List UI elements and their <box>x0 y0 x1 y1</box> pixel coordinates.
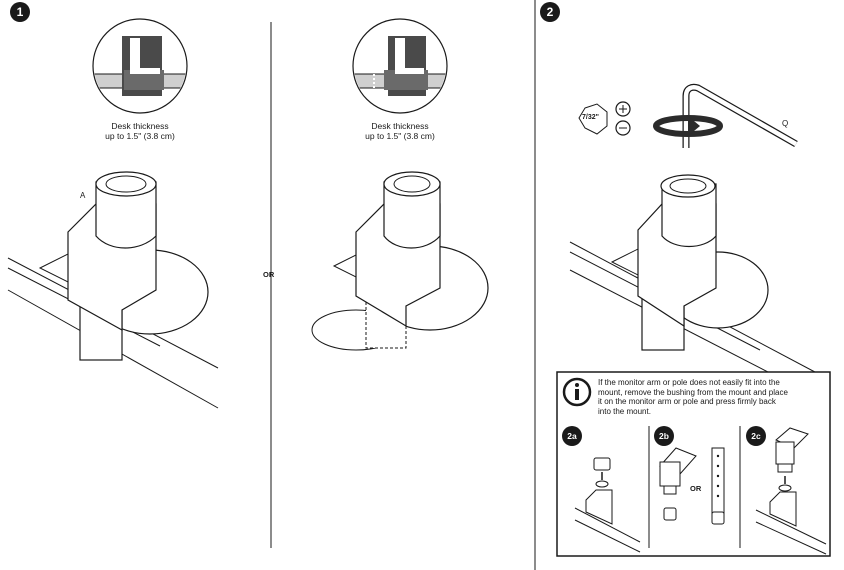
step-badge-1: 1 <box>10 2 30 22</box>
part-label-a: A <box>80 191 86 200</box>
desk-thickness-caption-right: Desk thickness up to 1.5" (3.8 cm) <box>348 121 452 141</box>
note-line4: into the mount. <box>598 406 651 416</box>
zoom-circle-left <box>92 18 188 114</box>
rotation-arrow-icon <box>653 115 723 137</box>
bushing-illustration-2b <box>659 447 725 525</box>
desk-thickness-caption-left: Desk thickness up to 1.5" (3.8 cm) <box>88 121 192 141</box>
caption-right-line1: Desk thickness <box>371 121 429 131</box>
or-label-2b: OR <box>690 484 702 493</box>
loosen-icon <box>615 120 631 136</box>
tighten-icon <box>615 101 631 117</box>
caption-left-line1: Desk thickness <box>111 121 169 131</box>
desk-clamp-assembly-left <box>7 171 219 409</box>
allen-key-icon <box>682 83 798 148</box>
note-line2: mount, remove the bushing from the mount… <box>598 387 788 397</box>
sub-badge-2c: 2c <box>746 426 766 446</box>
part-label-q: Q <box>782 119 789 128</box>
bushing-illustration-2c <box>755 427 827 555</box>
desk-clamp-assembly-right <box>311 171 489 351</box>
bushing-illustration-2a <box>574 457 641 553</box>
step-badge-2: 2 <box>540 2 560 22</box>
zoom-circle-right <box>352 18 448 114</box>
caption-right-line2: up to 1.5" (3.8 cm) <box>365 131 435 141</box>
desk-clamp-assembly-step2 <box>569 174 831 405</box>
caption-left-line2: up to 1.5" (3.8 cm) <box>105 131 175 141</box>
hex-size-label: 7/32" <box>582 114 599 121</box>
note-line1: If the monitor arm or pole does not easi… <box>598 378 780 387</box>
or-label-step1: OR <box>263 270 275 279</box>
note-line3: it on the monitor arm or pole and press … <box>598 397 776 406</box>
sub-badge-2b: 2b <box>654 426 674 446</box>
sub-badge-2a: 2a <box>562 426 582 446</box>
hex-size-icon <box>578 103 608 135</box>
note-text: If the monitor arm or pole does not easi… <box>598 378 824 416</box>
